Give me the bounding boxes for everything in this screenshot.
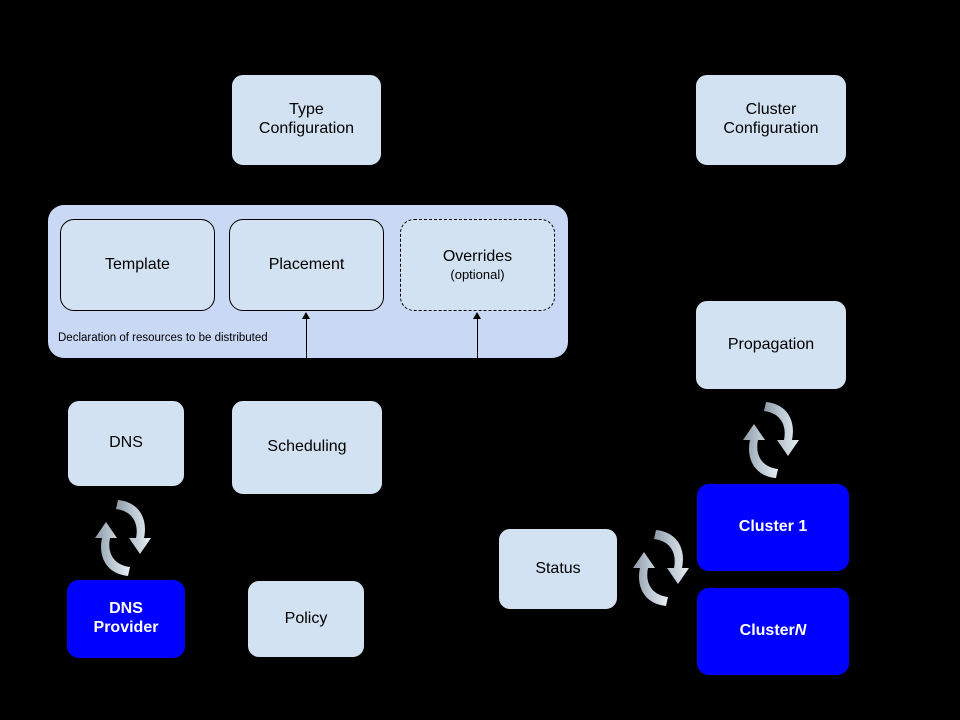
group-caption: Declaration of resources to be distribut… bbox=[58, 332, 268, 344]
node-dns-provider[interactable]: DNS Provider bbox=[67, 580, 185, 658]
connector-into-placement bbox=[306, 318, 307, 358]
arrowhead-into-placement bbox=[302, 312, 310, 319]
sync-cycle-icon-status bbox=[626, 524, 696, 612]
node-cluster-1[interactable]: Cluster 1 bbox=[697, 484, 849, 571]
sync-cycle-icon-dns bbox=[88, 494, 158, 582]
node-placement[interactable]: Placement bbox=[229, 219, 384, 311]
node-cluster-n-suffix: N bbox=[794, 622, 807, 640]
connector-into-overrides bbox=[477, 318, 478, 358]
node-dns[interactable]: DNS bbox=[67, 400, 185, 487]
node-cluster-n-prefix: Cluster bbox=[739, 622, 795, 640]
node-status[interactable]: Status bbox=[498, 528, 618, 610]
node-type-configuration[interactable]: Type Configuration bbox=[231, 74, 382, 166]
node-cluster-n[interactable]: Cluster N bbox=[697, 588, 849, 675]
node-propagation[interactable]: Propagation bbox=[695, 300, 847, 390]
node-template[interactable]: Template bbox=[60, 219, 215, 311]
node-cluster-configuration[interactable]: Cluster Configuration bbox=[695, 74, 847, 166]
node-scheduling[interactable]: Scheduling bbox=[231, 400, 383, 495]
node-policy[interactable]: Policy bbox=[247, 580, 365, 658]
arrowhead-into-overrides bbox=[473, 312, 481, 319]
node-overrides-label: Overrides bbox=[442, 247, 513, 265]
node-overrides-sublabel: (optional) bbox=[450, 266, 505, 282]
sync-cycle-icon-propagation bbox=[736, 396, 806, 484]
node-overrides[interactable]: Overrides (optional) bbox=[400, 219, 555, 311]
